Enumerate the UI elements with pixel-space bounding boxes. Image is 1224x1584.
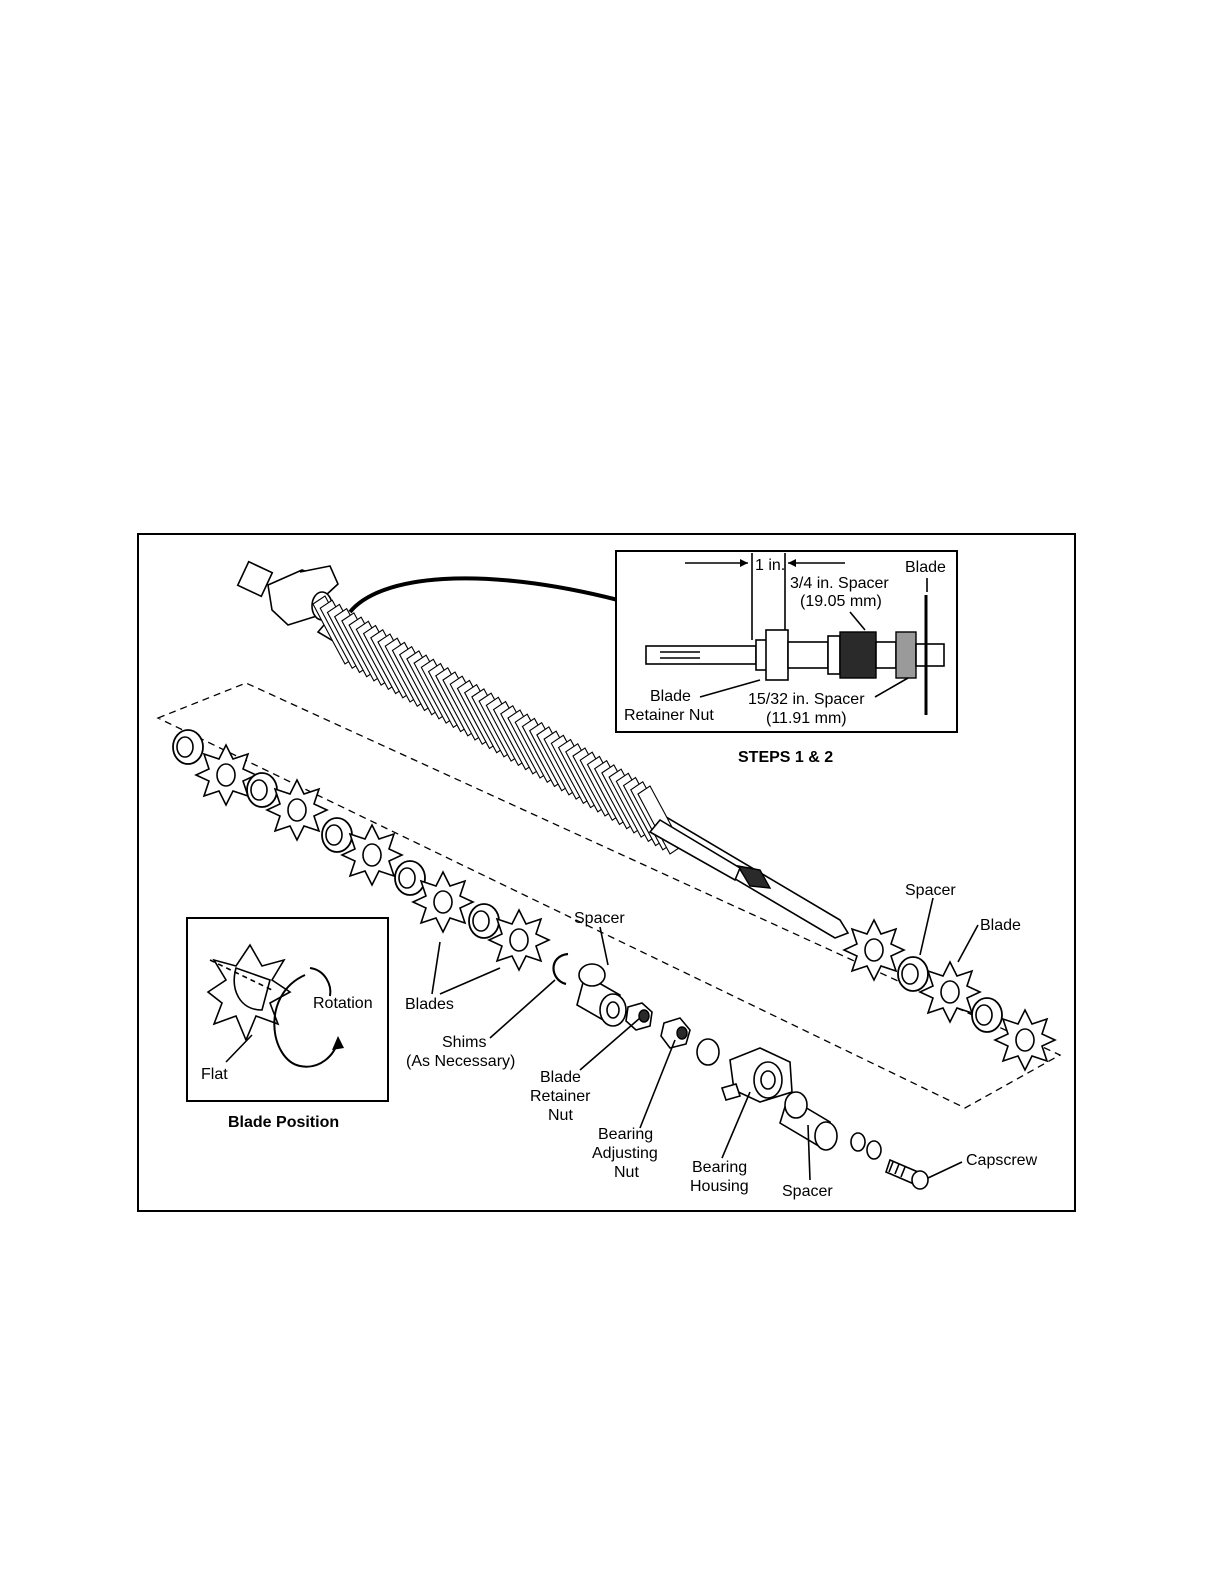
bearing-adj-label-1: Bearing	[598, 1126, 653, 1143]
steps-inset: 1 in. 3/4 in. Spacer (19.05 mm) Blade Bl…	[616, 551, 957, 732]
inset-connector	[350, 578, 618, 612]
spacer-1532-label: 15/32 in. Spacer	[748, 691, 865, 708]
spacer-bottom-label: Spacer	[782, 1183, 833, 1200]
spacer-right-label: Spacer	[905, 882, 956, 899]
blade-position-caption: Blade Position	[228, 1114, 339, 1131]
flat-label: Flat	[201, 1066, 228, 1083]
shims-label-1: Shims	[442, 1034, 486, 1051]
spacer-top-label: Spacer	[574, 910, 625, 927]
inset-blade-label: Blade	[905, 559, 946, 576]
shims-label-2: (As Necessary)	[406, 1053, 515, 1070]
retainer-label-1: Blade	[540, 1069, 581, 1086]
bearing-housing-label-1: Bearing	[692, 1159, 747, 1176]
bearing-housing-label-2: Housing	[690, 1178, 749, 1195]
steps-caption: STEPS 1 & 2	[738, 749, 833, 766]
blade-position-inset: Rotation Flat	[187, 918, 388, 1101]
right-blade-row	[844, 920, 1055, 1070]
blades-label: Blades	[405, 996, 454, 1013]
dimension-label: 1 in.	[755, 557, 785, 574]
retainer-label-3: Nut	[548, 1107, 573, 1124]
bearing-adj-label-2: Adjusting	[592, 1145, 658, 1162]
bearing-adj-label-3: Nut	[614, 1164, 639, 1181]
spacer-34-mm-label: (19.05 mm)	[800, 593, 882, 610]
spacer-1532-mm-label: (11.91 mm)	[766, 710, 847, 727]
spacer-34-label: 3/4 in. Spacer	[790, 575, 889, 592]
inset-retainer-label-1: Blade	[650, 688, 691, 705]
rotation-label: Rotation	[313, 995, 373, 1012]
retainer-label-2: Retainer	[530, 1088, 591, 1105]
blade-right-label: Blade	[980, 917, 1021, 934]
capscrew-label: Capscrew	[966, 1152, 1038, 1169]
inset-retainer-label-2: Retainer Nut	[624, 707, 714, 724]
